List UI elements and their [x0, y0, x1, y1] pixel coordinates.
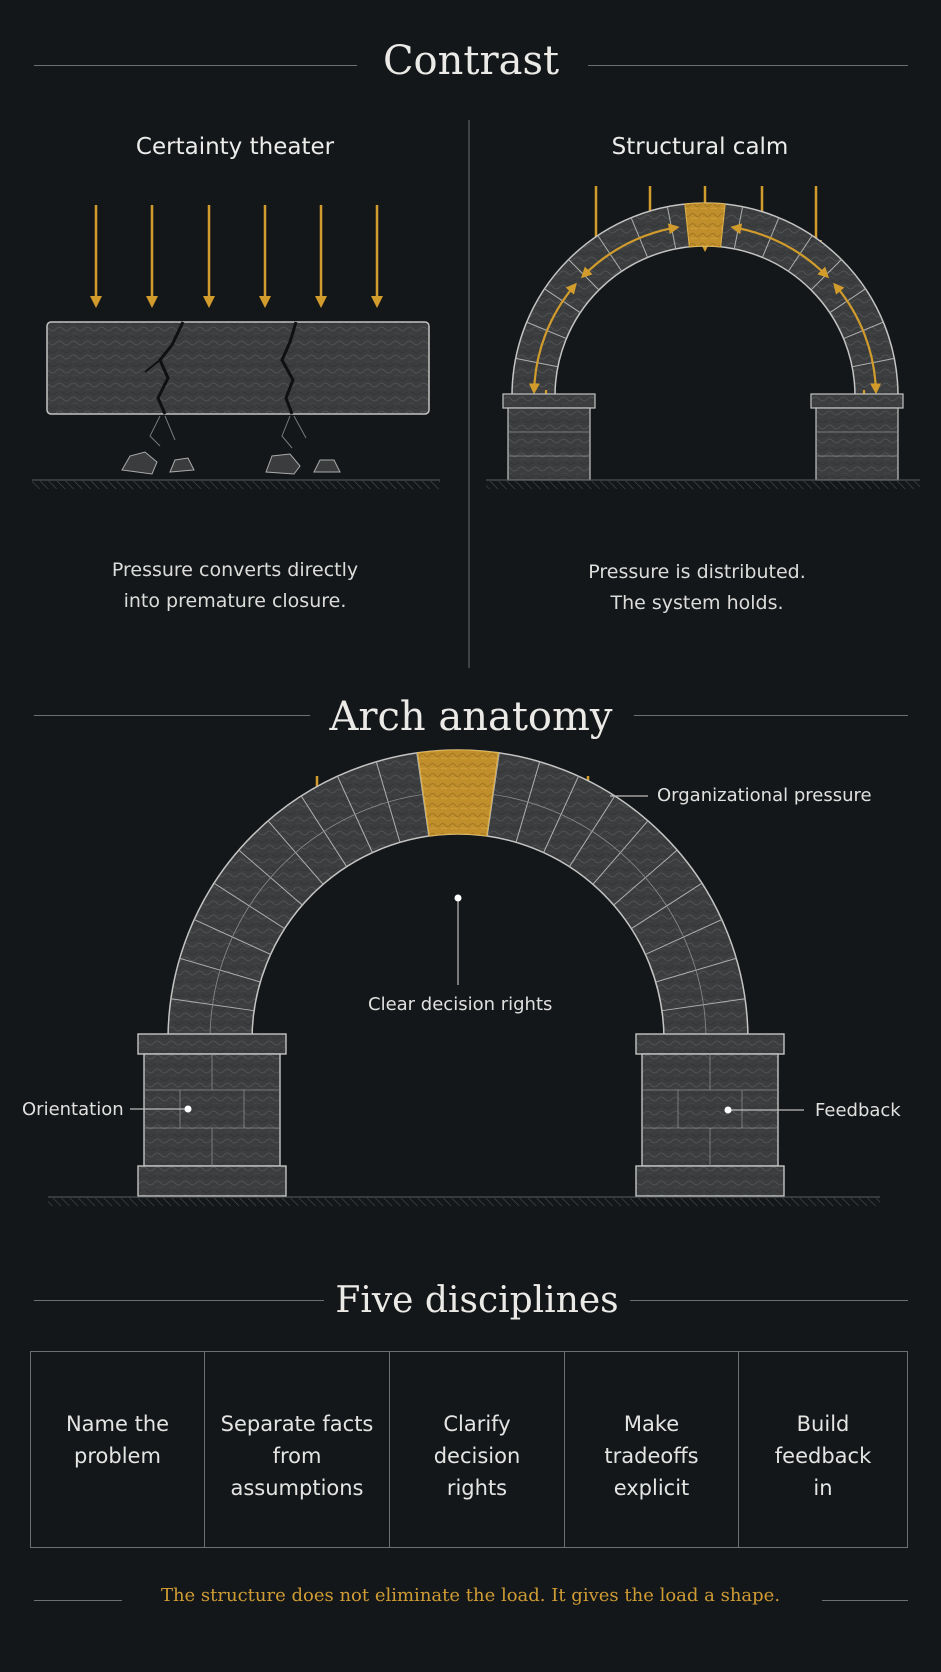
small-left-pier — [507, 407, 591, 481]
orientation-label: Orientation — [22, 1099, 124, 1120]
disciplines-rule-left — [34, 1300, 324, 1301]
anatomy-title: Arch anatomy — [329, 694, 613, 740]
keystone-label: Clear decision rights — [368, 994, 553, 1015]
discipline-line: Name the — [65, 1412, 170, 1436]
discipline-line: explicit — [613, 1476, 690, 1500]
beam-debris — [121, 451, 158, 475]
ground-hatch — [48, 1198, 880, 1206]
beam-debris — [265, 453, 301, 475]
small-right-pier-cap — [810, 393, 904, 409]
pressure-label: Organizational pressure — [657, 785, 872, 806]
disciplines-rule-right — [630, 1300, 908, 1301]
discipline-line: Separate facts — [220, 1412, 374, 1436]
contrast-title: Contrast — [382, 38, 560, 84]
pressure-arrow-head — [259, 296, 271, 308]
pressure-arrow-head — [315, 296, 327, 308]
small-pier-courses — [508, 431, 898, 457]
anatomy-rule-left — [34, 715, 310, 716]
pressure-arrow-head — [371, 296, 383, 308]
orientation-dot — [184, 1105, 192, 1113]
beam-crack — [156, 321, 185, 415]
large-arch-ring — [167, 749, 749, 1041]
falling-cracks — [149, 415, 307, 449]
beam-debris — [169, 457, 195, 473]
contrast-rule-right — [588, 65, 908, 66]
closing-quote: The structure does not eliminate the loa… — [160, 1585, 781, 1606]
right-pier-cap — [635, 1033, 785, 1055]
pressure-arrow-head — [90, 296, 102, 308]
left-pier-cap — [137, 1033, 287, 1055]
caption-line: into premature closure. — [123, 590, 347, 612]
discipline-cell: Name the problem — [31, 1352, 205, 1547]
certainty-theater-heading: Certainty theater — [135, 134, 335, 160]
cracked-beam-illustration — [32, 205, 440, 489]
pressure-arrow-head — [203, 296, 215, 308]
load-flow-arrow — [580, 223, 680, 279]
discipline-line: Make — [623, 1412, 680, 1436]
contrast-rule-left — [34, 65, 357, 66]
load-flow-arrow — [833, 282, 882, 395]
discipline-line: problem — [74, 1444, 161, 1468]
caption-line: Pressure is distributed. — [588, 561, 806, 583]
beam-pressure-arrows — [90, 205, 383, 308]
caption-line: The system holds. — [610, 592, 784, 614]
small-right-pier — [815, 407, 899, 481]
discipline-line: rights — [446, 1476, 508, 1500]
discipline-line: assumptions — [230, 1476, 364, 1500]
discipline-line: in — [813, 1476, 833, 1500]
disciplines-table: Name the problem Separate facts from ass… — [30, 1351, 908, 1548]
right-pier-base — [635, 1165, 785, 1197]
caption-line: Pressure converts directly — [111, 559, 359, 581]
ground-hatch — [486, 481, 920, 489]
ground-hatch — [32, 481, 440, 489]
feedback-dot — [724, 1106, 732, 1114]
beam-crack — [280, 321, 298, 415]
discipline-cell: Make tradeoffs explicit — [565, 1352, 739, 1547]
small-arch-illustration — [486, 186, 920, 489]
footer-rule-right — [822, 1600, 908, 1601]
structural-calm-heading: Structural calm — [611, 134, 789, 160]
feedback-label: Feedback — [815, 1100, 901, 1121]
small-left-pier-cap — [502, 393, 596, 409]
load-flow-arrow — [528, 282, 577, 395]
anatomy-rule-right — [634, 715, 908, 716]
discipline-cell: Clarify decision rights — [390, 1352, 565, 1547]
discipline-line: from — [272, 1444, 322, 1468]
discipline-line: tradeoffs — [604, 1444, 699, 1468]
beam-debris — [313, 459, 341, 473]
large-keystone — [417, 749, 499, 837]
discipline-line: Build — [796, 1412, 850, 1436]
discipline-line: feedback — [774, 1444, 872, 1468]
discipline-line: decision — [433, 1444, 521, 1468]
structural-calm-caption: Pressure is distributed. The system hold… — [497, 557, 897, 619]
small-keystone — [684, 202, 726, 248]
discipline-cell: Build feedback in — [739, 1352, 907, 1547]
load-flow-arrow — [730, 223, 830, 279]
footer-rule-left — [34, 1600, 122, 1601]
keystone-dot — [454, 894, 462, 902]
disciplines-title: Five disciplines — [335, 1280, 619, 1321]
discipline-cell: Separate facts from assumptions — [205, 1352, 390, 1547]
pressure-arrow-head — [146, 296, 158, 308]
discipline-line: Clarify — [443, 1412, 511, 1436]
beam-crack — [144, 359, 161, 373]
large-arch-illustration — [48, 749, 880, 1206]
cracked-beam — [46, 321, 430, 415]
left-pier-base — [137, 1165, 287, 1197]
certainty-theater-caption: Pressure converts directly into prematur… — [35, 555, 435, 617]
